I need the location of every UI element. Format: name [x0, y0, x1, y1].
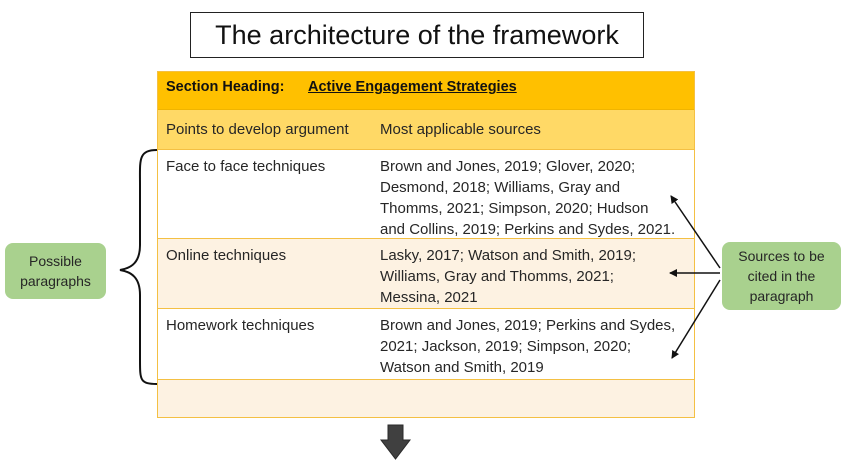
section-heading-row: Section Heading: Active Engagement Strat… — [158, 72, 694, 110]
source-line: Brown and Jones, 2019; Perkins and Sydes… — [380, 317, 676, 334]
framework-table: Section Heading: Active Engagement Strat… — [157, 71, 695, 418]
source-line: Thomms, 2021; Simpson, 2020; Hudson — [380, 200, 649, 217]
curly-brace — [119, 149, 158, 385]
sources-column-header: Most applicable sources — [380, 121, 541, 138]
callout-line: Sources to be — [738, 248, 825, 264]
column-header-row: Points to develop argument Most applicab… — [158, 110, 694, 149]
paragraph-row: Face to face techniques Brown and Jones,… — [158, 149, 694, 238]
source-line: 2021; Jackson, 2019; Simpson, 2020; — [380, 338, 632, 355]
source-line: Williams, Gray and Thomms, 2021; — [380, 268, 614, 285]
callout-line: paragraph — [749, 288, 814, 304]
section-heading-value: Active Engagement Strategies — [308, 79, 517, 95]
down-arrow-icon — [379, 424, 412, 460]
callout-line: Possible — [29, 253, 82, 269]
source-line: Brown and Jones, 2019; Glover, 2020; — [380, 158, 636, 175]
source-line: and Collins, 2019; Perkins and Sydes, 20… — [380, 221, 676, 238]
arrow-to-row-1 — [670, 195, 721, 269]
possible-paragraphs-callout: Possible paragraphs — [5, 243, 106, 299]
source-line: Desmond, 2018; Williams, Gray and — [380, 179, 621, 196]
sources-cell: Lasky, 2017; Watson and Smith, 2019; Wil… — [380, 245, 696, 308]
diagram-title: The architecture of the framework — [190, 12, 644, 58]
arrow-to-row-3 — [671, 279, 721, 359]
source-line: Lasky, 2017; Watson and Smith, 2019; — [380, 247, 636, 264]
section-heading-label: Section Heading: — [166, 79, 285, 95]
source-line: Watson and Smith, 2019 — [380, 359, 544, 376]
point-label: Face to face techniques — [166, 158, 326, 175]
sources-callout: Sources to be cited in the paragraph — [722, 242, 841, 310]
callout-line: paragraphs — [20, 273, 91, 289]
source-line: Messina, 2021 — [380, 289, 478, 306]
sources-cell: Brown and Jones, 2019; Glover, 2020; Des… — [380, 156, 696, 240]
callout-line: cited in the — [747, 268, 816, 284]
points-column-header: Points to develop argument — [166, 121, 349, 138]
paragraph-row: Homework techniques Brown and Jones, 201… — [158, 308, 694, 379]
point-label: Online techniques — [166, 247, 287, 264]
point-label: Homework techniques — [166, 317, 315, 334]
sources-cell: Brown and Jones, 2019; Perkins and Sydes… — [380, 315, 696, 378]
paragraph-row: Online techniques Lasky, 2017; Watson an… — [158, 238, 694, 308]
empty-row — [158, 379, 694, 417]
